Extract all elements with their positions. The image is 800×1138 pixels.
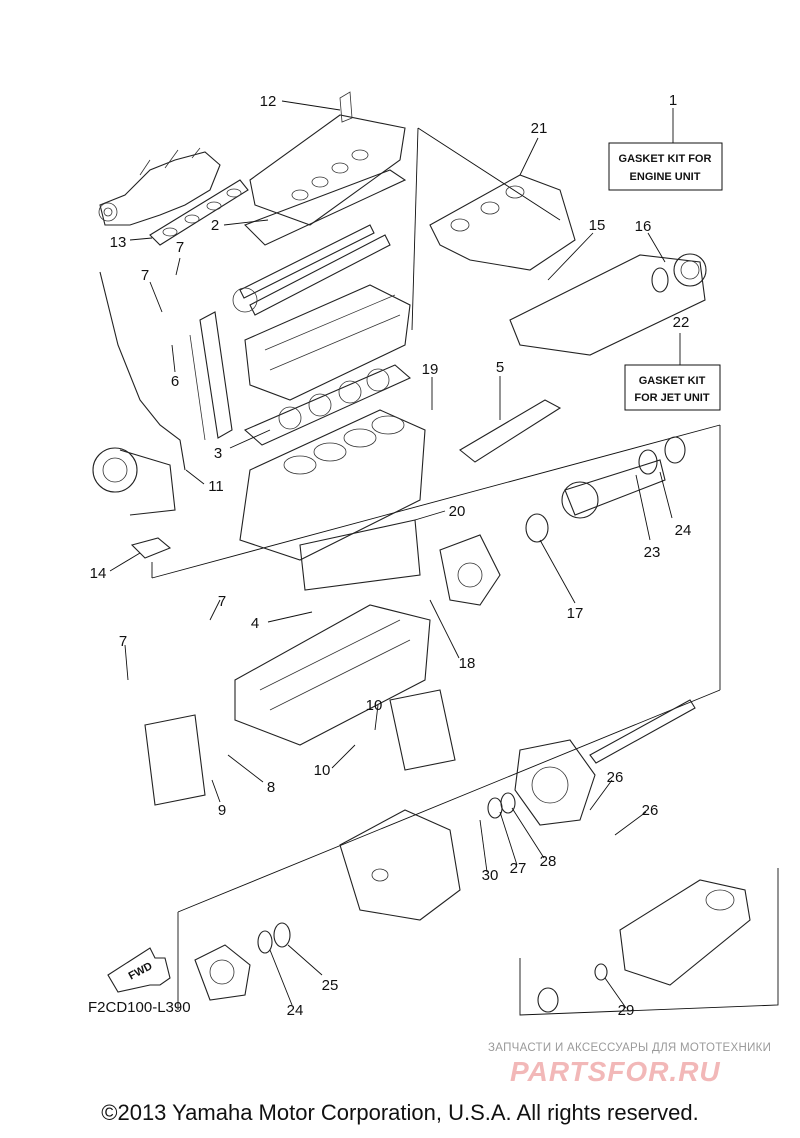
fwd-label: FWD bbox=[127, 960, 155, 982]
part-label-27: 27 bbox=[510, 860, 527, 877]
part-label-15: 15 bbox=[589, 217, 606, 234]
part-label-5: 5 bbox=[496, 359, 504, 376]
intercooler-gasket-14 bbox=[130, 537, 172, 559]
oil-pump-cover-gasket-5 bbox=[459, 399, 562, 463]
part-label-7d: 7 bbox=[119, 633, 127, 650]
part-label-28: 28 bbox=[540, 853, 557, 870]
nozzle-assembly bbox=[619, 879, 751, 986]
engine-kit-line2: ENGINE UNIT bbox=[630, 171, 701, 183]
part-label-24b: 24 bbox=[287, 1002, 304, 1019]
manifold-gasket-13 bbox=[149, 179, 249, 246]
cam-chain bbox=[189, 311, 233, 441]
group-frame-lines bbox=[151, 127, 779, 1016]
oil-pump-housing bbox=[439, 534, 501, 606]
engine-gasket-kit-box: GASKET KIT FOR ENGINE UNIT bbox=[608, 142, 723, 191]
part-label-16: 16 bbox=[635, 218, 652, 235]
part-label-17: 17 bbox=[567, 605, 584, 622]
part-label-14: 14 bbox=[90, 565, 107, 582]
part-label-24a: 24 bbox=[675, 522, 692, 539]
intake-manifold bbox=[429, 174, 576, 271]
oil-dipstick bbox=[99, 271, 186, 471]
part-label-19: 19 bbox=[422, 361, 439, 378]
figure-code: F2CD100-L390 bbox=[88, 999, 191, 1016]
part-label-8: 8 bbox=[267, 779, 275, 796]
watermark-tagline: ЗАПЧАСТИ И АКСЕССУАРЫ ДЛЯ МОТОТЕХНИКИ bbox=[488, 1042, 772, 1054]
copyright-notice: ©2013 Yamaha Motor Corporation, U.S.A. A… bbox=[101, 1100, 699, 1125]
part-label-26b: 26 bbox=[642, 802, 659, 819]
coupler-shaft bbox=[561, 459, 666, 519]
part-label-12: 12 bbox=[260, 93, 277, 110]
part-label-4: 4 bbox=[251, 615, 259, 632]
part-label-10b: 10 bbox=[314, 762, 331, 779]
head-cover-gasket-2 bbox=[244, 169, 407, 246]
part-label-10a: 10 bbox=[366, 697, 383, 714]
jet-gasket-kit-box: GASKET KIT FOR JET UNIT bbox=[624, 364, 721, 411]
small-seals bbox=[257, 267, 686, 1013]
fwd-arrow: FWD bbox=[107, 947, 171, 993]
part-label-2: 2 bbox=[211, 217, 219, 234]
part-label-7c: 7 bbox=[218, 593, 226, 610]
part-number-labels: 1 2 3 4 5 6 7 7 7 7 8 9 10 10 11 12 13 1… bbox=[90, 92, 692, 1019]
stator-cover bbox=[144, 689, 456, 806]
exhaust-manifold-upper-left bbox=[98, 147, 221, 226]
part-label-1: 1 bbox=[669, 92, 677, 109]
intermediate-housing bbox=[339, 809, 461, 921]
watermark-logo: PARTSFOR.RU bbox=[510, 1056, 721, 1087]
jet-pump-housing bbox=[514, 739, 596, 826]
supercharger bbox=[92, 447, 176, 516]
jet-kit-line2: FOR JET UNIT bbox=[634, 392, 709, 404]
part-label-6: 6 bbox=[171, 373, 179, 390]
part-label-7b: 7 bbox=[141, 267, 149, 284]
bearing-housing-front bbox=[194, 944, 251, 1001]
part-label-11: 11 bbox=[208, 478, 224, 495]
part-label-26a: 26 bbox=[607, 769, 624, 786]
engine-kit-line1: GASKET KIT FOR bbox=[619, 153, 712, 165]
cylinder-head bbox=[244, 284, 411, 401]
leader-lines bbox=[109, 100, 673, 1009]
exploded-parts-diagram: GASKET KIT FOR ENGINE UNIT GASKET KIT FO… bbox=[88, 91, 779, 1019]
part-label-23: 23 bbox=[644, 544, 661, 561]
part-label-3: 3 bbox=[214, 445, 222, 462]
drive-shaft bbox=[589, 699, 696, 764]
part-label-25: 25 bbox=[322, 977, 339, 994]
part-label-7a: 7 bbox=[176, 239, 184, 256]
part-label-22: 22 bbox=[673, 314, 690, 331]
part-label-13: 13 bbox=[110, 234, 127, 251]
exhaust-pipe bbox=[509, 253, 707, 356]
part-label-9: 9 bbox=[218, 802, 226, 819]
part-label-29: 29 bbox=[618, 1002, 635, 1019]
crankcase-lower bbox=[234, 604, 431, 746]
part-label-20: 20 bbox=[449, 503, 466, 520]
part-label-18: 18 bbox=[459, 655, 476, 672]
cylinder-block bbox=[239, 409, 426, 561]
jet-kit-line1: GASKET KIT bbox=[639, 375, 706, 387]
camshafts bbox=[232, 224, 391, 316]
oil-pan-gasket-20 bbox=[299, 519, 421, 591]
part-label-21: 21 bbox=[531, 120, 548, 137]
head-gasket-3 bbox=[243, 364, 412, 446]
part-label-30: 30 bbox=[482, 867, 499, 884]
cylinder-head-cover bbox=[249, 91, 406, 226]
